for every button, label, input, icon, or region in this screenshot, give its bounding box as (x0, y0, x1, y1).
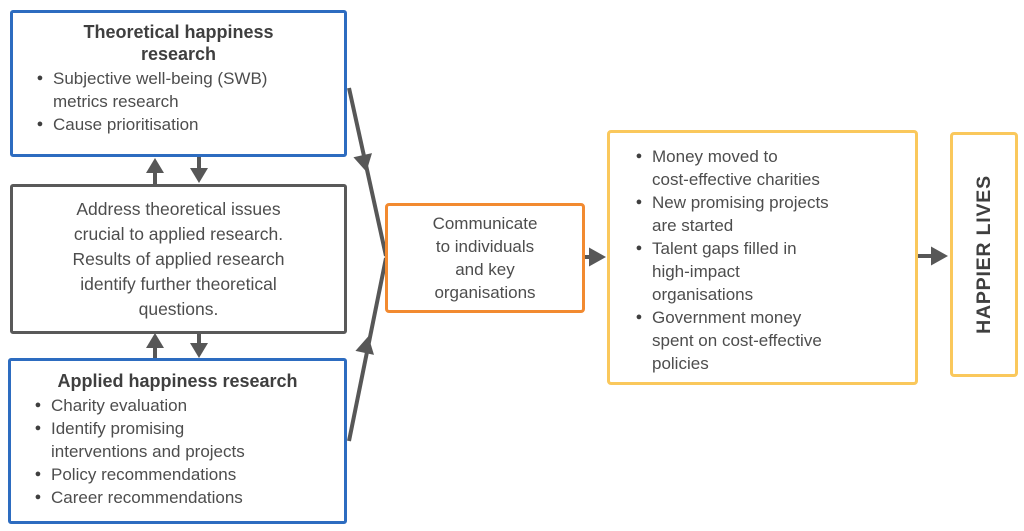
happier-lives-box: HAPPIER LIVES (950, 132, 1018, 377)
bullet-dot-icon: ● (34, 468, 42, 480)
bullet-text: Charity evaluation (51, 396, 188, 415)
list-item: ● New promising projects are started (626, 191, 909, 237)
arrow-communicate-to-outcomes (585, 247, 606, 267)
outcomes-box: ● Money moved to cost-effective charitie… (607, 130, 918, 385)
bullet-text: Subjective well-being (SWB) metrics rese… (53, 69, 268, 111)
bullet-text: Talent gaps filled in high-impact organi… (652, 239, 797, 304)
bullet-dot-icon: ● (36, 72, 44, 84)
bullet-text: Cause prioritisation (53, 115, 199, 134)
list-item: ● Identify promising interventions and p… (25, 417, 338, 463)
list-item: ● Talent gaps filled in high-impact orga… (626, 237, 909, 306)
list-item: ● Policy recommendations (25, 463, 338, 486)
bullet-dot-icon: ● (635, 242, 643, 254)
arrow-applied-to-communicate (347, 257, 388, 442)
arrow-theoretical-to-communicate (347, 87, 388, 257)
up-arrow-theoretical (146, 158, 164, 184)
bullet-text: Money moved to cost-effective charities (652, 147, 820, 189)
feedback-loop-text: Address theoretical issues crucial to ap… (72, 198, 285, 319)
bullet-dot-icon: ● (34, 422, 42, 434)
theoretical-research-title: Theoretical happiness research (83, 22, 274, 64)
list-item: ● Government money spent on cost-effecti… (626, 306, 909, 375)
outcomes-bullets: ● Money moved to cost-effective charitie… (620, 145, 909, 375)
applied-research-bullets: ● Charity evaluation ● Identify promisin… (17, 394, 338, 509)
bullet-dot-icon: ● (635, 311, 643, 323)
bullet-dot-icon: ● (635, 150, 643, 162)
down-arrow-feedback (190, 157, 208, 183)
bullet-text: Policy recommendations (51, 465, 237, 484)
bullet-text: Government money spent on cost-effective… (652, 308, 822, 373)
bullet-dot-icon: ● (34, 399, 42, 411)
applied-research-box: Applied happiness research ● Charity eva… (8, 358, 347, 524)
feedback-loop-box: Address theoretical issues crucial to ap… (10, 184, 347, 334)
bullet-dot-icon: ● (34, 491, 42, 503)
theoretical-research-box: Theoretical happiness research ● Subject… (10, 10, 347, 157)
bullet-text: Identify promising interventions and pro… (51, 419, 245, 461)
down-arrow-applied (190, 333, 208, 358)
list-item: ● Career recommendations (25, 486, 338, 509)
list-item: ● Charity evaluation (25, 394, 338, 417)
bullet-text: Career recommendations (51, 488, 243, 507)
applied-research-title: Applied happiness research (57, 371, 298, 391)
list-item: ● Subjective well-being (SWB) metrics re… (27, 67, 338, 113)
happier-lives-label: HAPPIER LIVES (972, 175, 995, 334)
communicate-text: Communicate to individuals and key organ… (432, 214, 538, 302)
up-arrow-feedback (146, 333, 164, 358)
list-item: ● Cause prioritisation (27, 113, 338, 136)
bullet-dot-icon: ● (36, 118, 44, 130)
communicate-box: Communicate to individuals and key organ… (385, 203, 585, 313)
list-item: ● Money moved to cost-effective charitie… (626, 145, 909, 191)
bullet-dot-icon: ● (635, 196, 643, 208)
arrow-outcomes-to-goal (918, 246, 948, 266)
theoretical-research-bullets: ● Subjective well-being (SWB) metrics re… (19, 67, 338, 136)
bullet-text: New promising projects are started (652, 193, 829, 235)
